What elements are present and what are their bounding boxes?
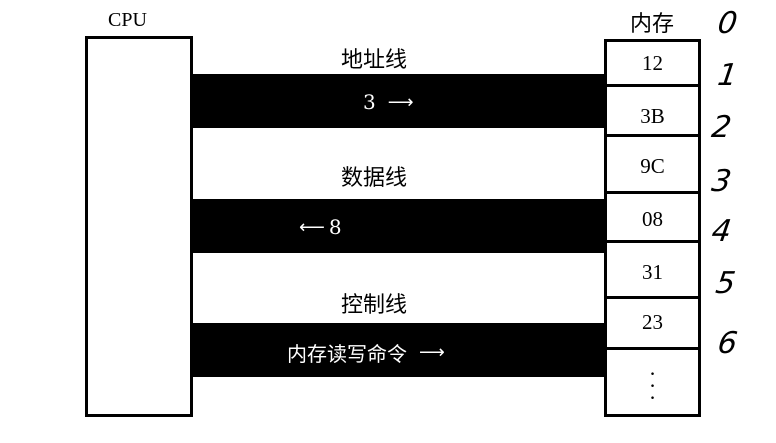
address-annotation: 2 (709, 110, 734, 145)
address-annotation: 1 (715, 58, 740, 93)
memory-divider (607, 296, 698, 299)
address-annotation: 5 (713, 266, 738, 301)
memory-ellipsis: · · · (607, 360, 698, 412)
control-bus-title: 控制线 (341, 293, 408, 318)
memory-divider (607, 347, 698, 350)
memory-cell: 12 (642, 50, 663, 75)
right-arrow-icon: ⟶ (387, 91, 414, 113)
cpu-box (85, 36, 193, 417)
memory-divider (607, 134, 698, 137)
address-bus-signal: 3 ⟶ (363, 90, 414, 114)
memory-divider (607, 240, 698, 243)
memory-divider (607, 84, 698, 87)
ellipsis-dot: · (648, 385, 657, 410)
memory-title: 内存 (630, 12, 675, 37)
data-bus-value: 8 (328, 215, 342, 239)
cpu-label: CPU (108, 9, 147, 31)
memory-cell: 9C (640, 153, 665, 178)
ellipsis-dot: · (648, 373, 657, 398)
address-annotation: 0 (715, 6, 740, 41)
memory-cell: 23 (642, 309, 663, 334)
address-bus-value: 3 (363, 90, 376, 114)
memory-column: 12 3B 9C 08 31 23 · · · (604, 39, 701, 417)
control-bus-value: 内存读写命令 (287, 342, 407, 366)
address-annotation: 6 (715, 326, 740, 361)
memory-divider (607, 191, 698, 194)
memory-cell: 31 (642, 259, 663, 284)
control-bus: 内存读写命令 ⟶ (193, 323, 604, 377)
address-bus-title: 地址线 (341, 48, 408, 73)
data-bus: ⟵ 8 (193, 199, 604, 253)
memory-cell: 3B (640, 104, 665, 128)
data-bus-signal: ⟵ 8 (299, 215, 342, 239)
right-arrow-icon: ⟶ (419, 342, 445, 363)
memory-cell: 08 (642, 206, 663, 231)
ellipsis-dot: · (648, 361, 657, 386)
address-annotation: 3 (709, 164, 734, 199)
left-arrow-icon: ⟵ (299, 216, 325, 238)
data-bus-title: 数据线 (341, 166, 408, 191)
control-bus-signal: 内存读写命令 ⟶ (287, 338, 445, 367)
address-bus: 3 ⟶ (193, 74, 604, 128)
address-annotation: 4 (709, 214, 734, 249)
